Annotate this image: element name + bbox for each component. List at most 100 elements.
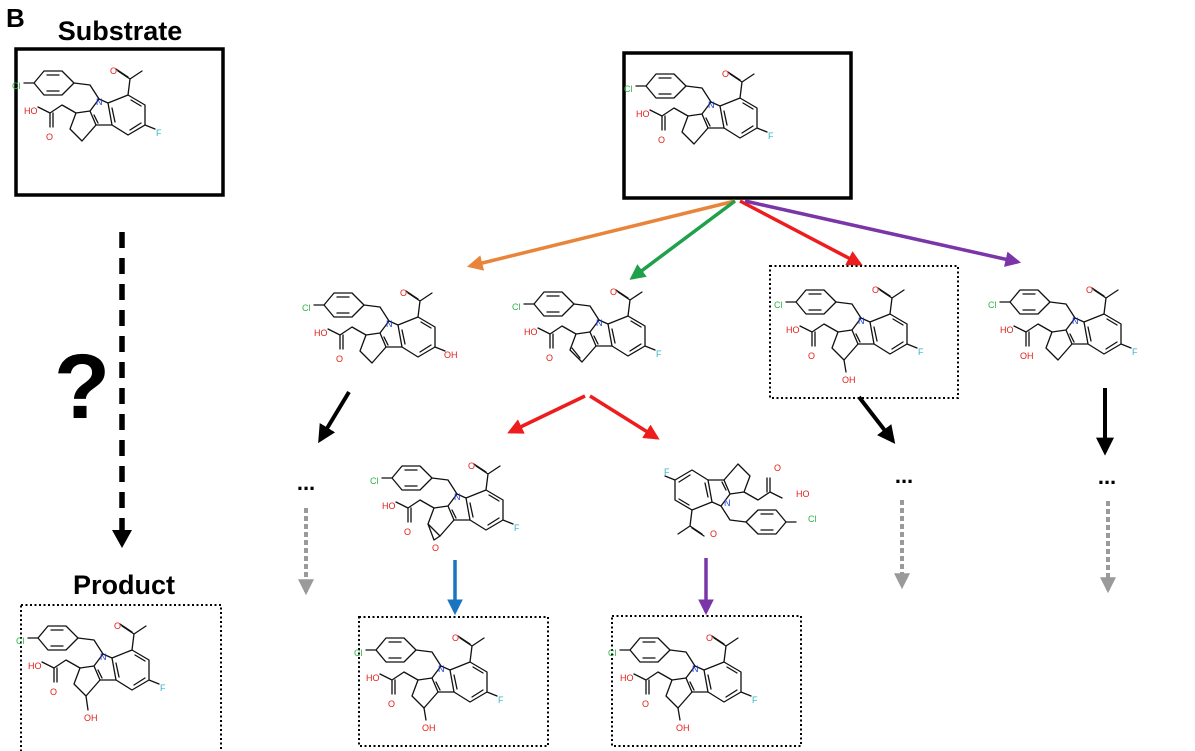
red-product-box xyxy=(769,265,959,399)
orange-branch-arrow xyxy=(466,199,736,271)
blue-final-atom-o: O xyxy=(388,699,395,709)
blue-final-product-molecule xyxy=(365,635,498,721)
product-atom-cl: Cl xyxy=(16,636,25,646)
purple-final-atom-n: N xyxy=(692,664,699,674)
green-product-molecule xyxy=(523,289,656,363)
purple-final-atom-o: O xyxy=(706,633,713,643)
green-atom-o: O xyxy=(546,353,553,363)
red-atom-oh: OH xyxy=(842,375,856,385)
red-atom-cl: Cl xyxy=(774,300,783,310)
red-product-molecule xyxy=(785,287,918,373)
substrate-atom-ho: HO xyxy=(24,106,38,116)
product-molecule xyxy=(27,623,160,711)
epoxide-atom-o: O xyxy=(404,527,411,537)
purple-product-molecule xyxy=(999,287,1132,361)
purple-atom-n: N xyxy=(1072,316,1079,326)
substrate-heading: Substrate xyxy=(58,16,183,46)
purple-atom-ho: HO xyxy=(1000,325,1014,335)
root-atom-cl: Cl xyxy=(624,84,633,94)
product-atom-f: F xyxy=(160,683,166,693)
root-atom-f: F xyxy=(768,131,774,141)
root-molecule xyxy=(635,71,768,145)
orange-atom-cl: Cl xyxy=(302,303,311,313)
substrate-atom-cl: Cl xyxy=(12,81,21,91)
orange-atom-oh: OH xyxy=(444,350,458,360)
epoxide-atom-n: N xyxy=(454,492,461,502)
product-atom-oh: OH xyxy=(84,713,98,723)
product-atom-n: N xyxy=(100,652,107,662)
purple-atom-cl: Cl xyxy=(988,300,997,310)
orange-atom-ho: HO xyxy=(314,328,328,338)
green-atom-o: O xyxy=(610,287,617,297)
substrate-atom-o: O xyxy=(46,132,53,142)
purple-branch-arrow xyxy=(744,199,1022,267)
root-atom-ho: HO xyxy=(636,109,650,119)
purple-atom-o: O xyxy=(1086,285,1093,295)
blue-final-atom-ho: HO xyxy=(366,673,380,683)
purple-final-atom-ho: HO xyxy=(620,673,634,683)
blue-final-atom-cl: Cl xyxy=(354,648,363,658)
substrate-box xyxy=(14,47,225,197)
epoxide-atom-o: O xyxy=(432,543,439,553)
green-atom-n: N xyxy=(596,318,603,328)
purple-atom-f: F xyxy=(1132,347,1138,357)
root-atom-o: O xyxy=(658,135,665,145)
ellipsis-red: ... xyxy=(895,463,913,488)
product-box xyxy=(20,604,222,751)
product-heading: Product xyxy=(73,570,175,600)
purple-final-atom-f: F xyxy=(752,695,758,705)
root-atom-n: N xyxy=(708,100,715,110)
root-substrate-box xyxy=(622,51,853,200)
orange-next-step-arrow xyxy=(318,390,351,444)
enol-atom-f: F xyxy=(664,467,670,477)
epoxide-atom-ho: HO xyxy=(382,501,396,511)
enol-atom-o: O xyxy=(774,463,781,473)
substrate-atom-n: N xyxy=(96,97,103,107)
red-atom-n: N xyxy=(858,316,865,326)
blue-final-product-box xyxy=(358,616,549,747)
unknown-pathway-arrowhead xyxy=(112,530,132,548)
blue-final-atom-n: N xyxy=(438,664,445,674)
blue-final-atom-oh: OH xyxy=(422,723,436,733)
red-split-left-arrow xyxy=(507,394,586,434)
orange-atom-o: O xyxy=(400,288,407,298)
red-split-right-arrow xyxy=(589,394,660,440)
red-atom-ho: HO xyxy=(786,325,800,335)
substrate-molecule xyxy=(23,68,156,142)
red-atom-f: F xyxy=(918,347,924,357)
green-atom-cl: Cl xyxy=(512,302,521,312)
ellipsis-orange: ... xyxy=(297,470,315,495)
question-mark: ? xyxy=(54,336,110,438)
purple-atom-oh: OH xyxy=(1020,351,1034,361)
orange-atom-n: N xyxy=(386,319,393,329)
enol-atom-n: N xyxy=(724,498,731,508)
orange-product-molecule xyxy=(313,290,446,364)
root-atom-o: O xyxy=(722,69,729,79)
enol-atom-o: O xyxy=(710,529,717,539)
panel-letter: B xyxy=(6,3,25,33)
atom-labels: ClNFOHOOClNFOHOOOHClNFOHOOClNOHOHOOClNFO… xyxy=(12,66,1138,733)
product-atom-o: O xyxy=(50,687,57,697)
red-branch-arrow xyxy=(739,199,863,266)
red-next-step-arrow xyxy=(857,395,896,444)
substrate-atom-o: O xyxy=(110,66,117,76)
green-atom-ho: HO xyxy=(524,327,538,337)
red-atom-o: O xyxy=(808,351,815,361)
blue-final-atom-f: F xyxy=(498,695,504,705)
epoxide-intermediate-molecule xyxy=(381,463,514,541)
purple-final-atom-o: O xyxy=(642,699,649,709)
green-atom-f: F xyxy=(656,349,662,359)
green-branch-arrow xyxy=(629,199,737,280)
product-atom-o: O xyxy=(114,621,121,631)
purple-final-product-box xyxy=(611,615,802,747)
purple-final-atom-oh: OH xyxy=(676,723,690,733)
red-atom-o: O xyxy=(872,285,879,295)
enol-intermediate-molecule xyxy=(664,463,797,537)
ellipsis-purple: ... xyxy=(1098,464,1116,489)
epoxide-atom-o: O xyxy=(468,461,475,471)
purple-final-atom-cl: Cl xyxy=(608,648,617,658)
enol-atom-ho: HO xyxy=(796,489,810,499)
epoxide-atom-f: F xyxy=(514,523,520,533)
substrate-atom-f: F xyxy=(156,128,162,138)
